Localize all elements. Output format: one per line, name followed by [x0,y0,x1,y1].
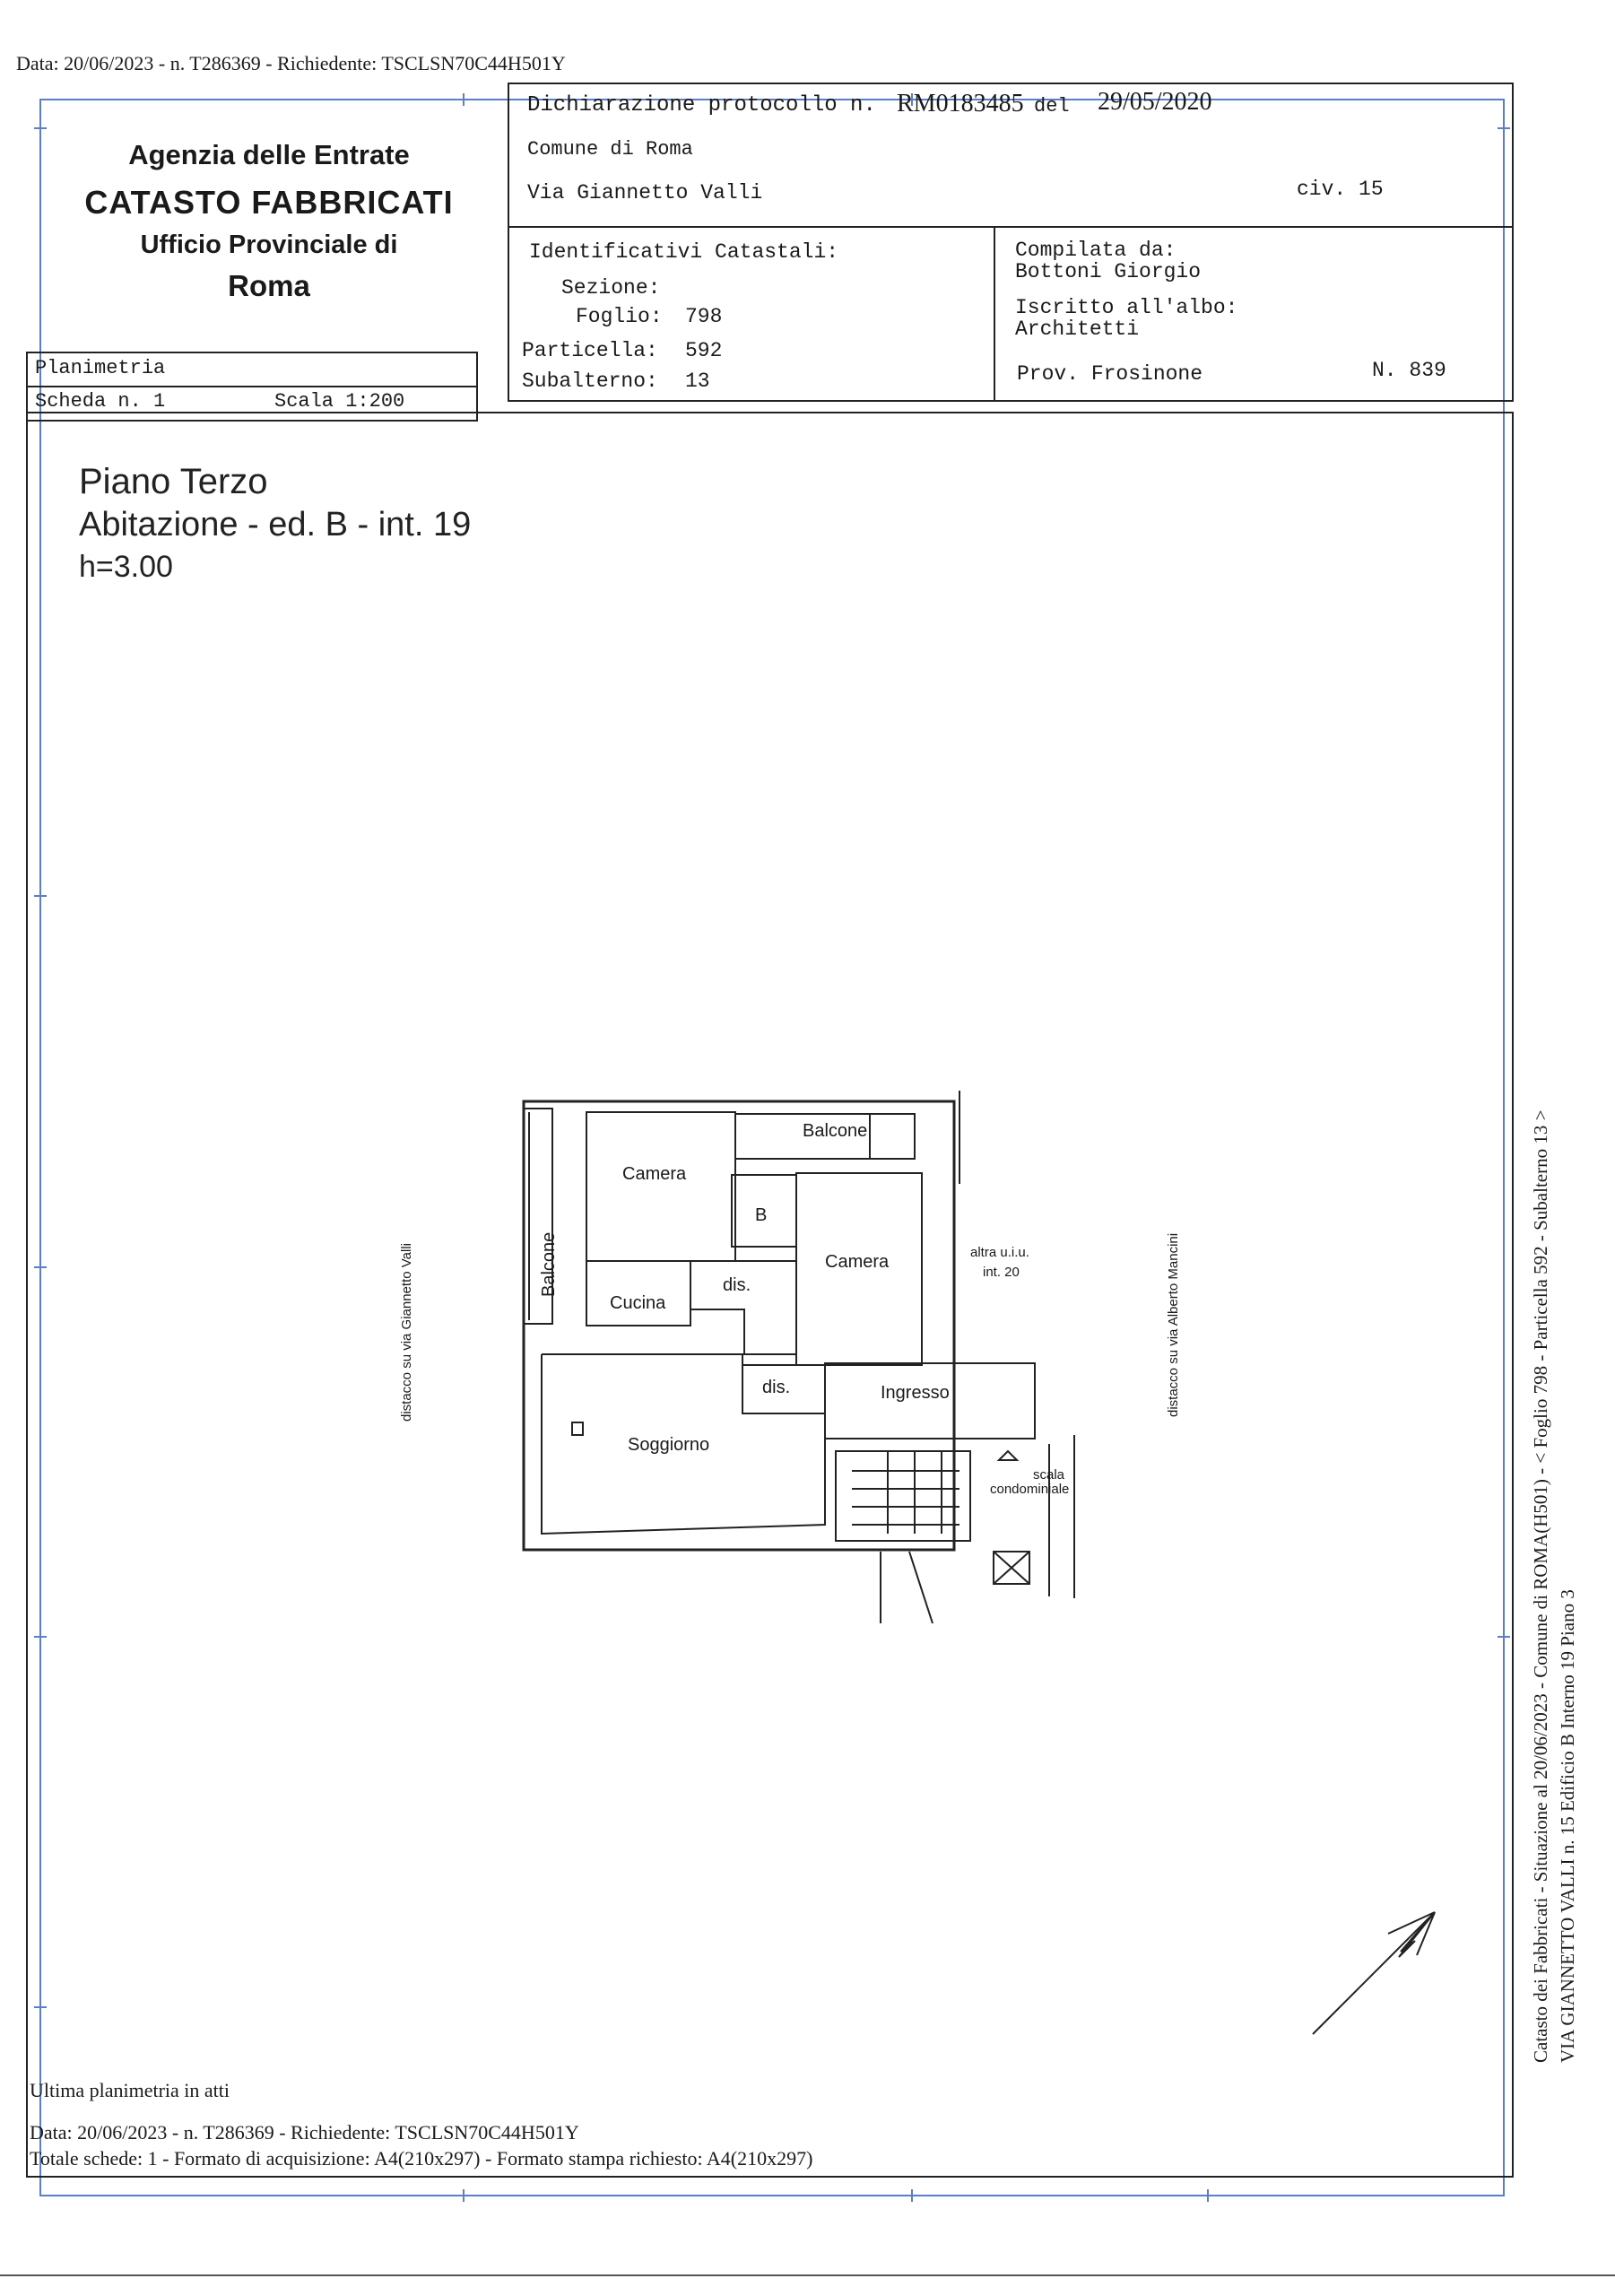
room-ingresso: Ingresso [881,1383,950,1403]
ufficio-label: Ufficio Provinciale di [140,230,398,259]
foglio-label: Foglio: [576,305,663,328]
declaration-date: 29/05/2020 [1098,88,1212,116]
stair-label-2: condominiale [990,1482,1070,1497]
floor-height: h=3.00 [79,550,173,584]
room-camera-1: Camera [622,1164,687,1184]
room-cucina: Cucina [610,1293,666,1313]
agency-name: Agenzia delle Entrate [128,139,410,170]
side-label-right: distacco su via Alberto Mancini [1166,1232,1181,1417]
stair-label: scala [1033,1467,1065,1483]
provincia: Prov. Frosinone [1017,362,1203,386]
neighbour-unit-label: altra u.i.u. [970,1245,1029,1260]
room-camera-2: Camera [825,1252,890,1272]
particella-label: Particella: [522,339,658,362]
side-label-left: distacco su via Giannetto Valli [399,1243,414,1422]
north-arrow-icon [1312,1911,1436,2035]
albo-number: N. 839 [1372,359,1446,382]
subalterno-label: Subalterno: [522,370,658,393]
footer-request-line: Data: 20/06/2023 - n. T286369 - Richiede… [30,2121,579,2144]
particella-value: 592 [685,339,723,362]
floor-heading: Piano Terzo Abitazione - ed. B - int. 19… [79,462,471,585]
protocol-number: RM0183485 [897,90,1024,117]
comune-line: Comune di Roma [527,138,693,161]
del-label: del [1034,95,1070,117]
scala-value: Scala 1:200 [274,390,405,413]
civ-number: civ. 15 [1297,178,1384,201]
planimetria-title: Planimetria [35,357,166,379]
scheda-number: Scheda n. 1 [35,390,166,413]
room-dis-2: dis. [762,1378,791,1397]
room-balcone-side: Balcone [539,1231,559,1297]
albo-value: Architetti [1015,317,1140,341]
header-request-line: Data: 20/06/2023 - n. T286369 - Richiede… [16,52,566,74]
ultima-planimetria: Ultima planimetria in atti [30,2079,230,2101]
floor-title: Piano Terzo [79,462,268,501]
via-line: Via Giannetto Valli [527,181,763,204]
catasto-title: CATASTO FABBRICATI [84,184,454,221]
room-dis-1: dis. [723,1275,751,1295]
neighbour-unit-number: int. 20 [983,1265,1020,1280]
sezione-label: Sezione: [561,276,661,300]
ufficio-city: Roma [228,269,310,302]
margin-catasto-line: Catasto dei Fabbricati - Situazione al 2… [1530,1109,1551,2063]
subalterno-value: 13 [685,370,710,393]
identificativi-title: Identificativi Catastali: [529,240,839,264]
margin-address-line: VIA GIANNETTO VALLI n. 15 Edificio B Int… [1557,1589,1578,2063]
room-soggiorno: Soggiorno [628,1435,710,1455]
agency-block: Agenzia delle Entrate CATASTO FABBRICATI… [36,139,502,303]
albo-label: Iscritto all'albo: [1015,296,1238,319]
compilata-name: Bottoni Giorgio [1015,260,1202,283]
footer-format-line: Totale schede: 1 - Formato di acquisizio… [30,2147,813,2170]
drawing-frame [26,412,1514,2178]
foglio-value: 798 [685,305,723,328]
page-bottom-rule [0,2274,1615,2276]
unit-description: Abitazione - ed. B - int. 19 [79,506,472,544]
room-bathroom: B [755,1205,768,1225]
declaration-label: Dichiarazione protocollo n. [527,93,876,117]
compilata-label: Compilata da: [1015,239,1177,262]
floor-plan [522,1091,1075,1624]
declaration-box: Dichiarazione protocollo n. RM0183485 de… [508,83,1514,402]
planimetria-box: Planimetria Scheda n. 1 Scala 1:200 [26,352,478,422]
outer-frame [34,93,1510,2202]
room-balcone-top: Balcone [803,1121,868,1141]
